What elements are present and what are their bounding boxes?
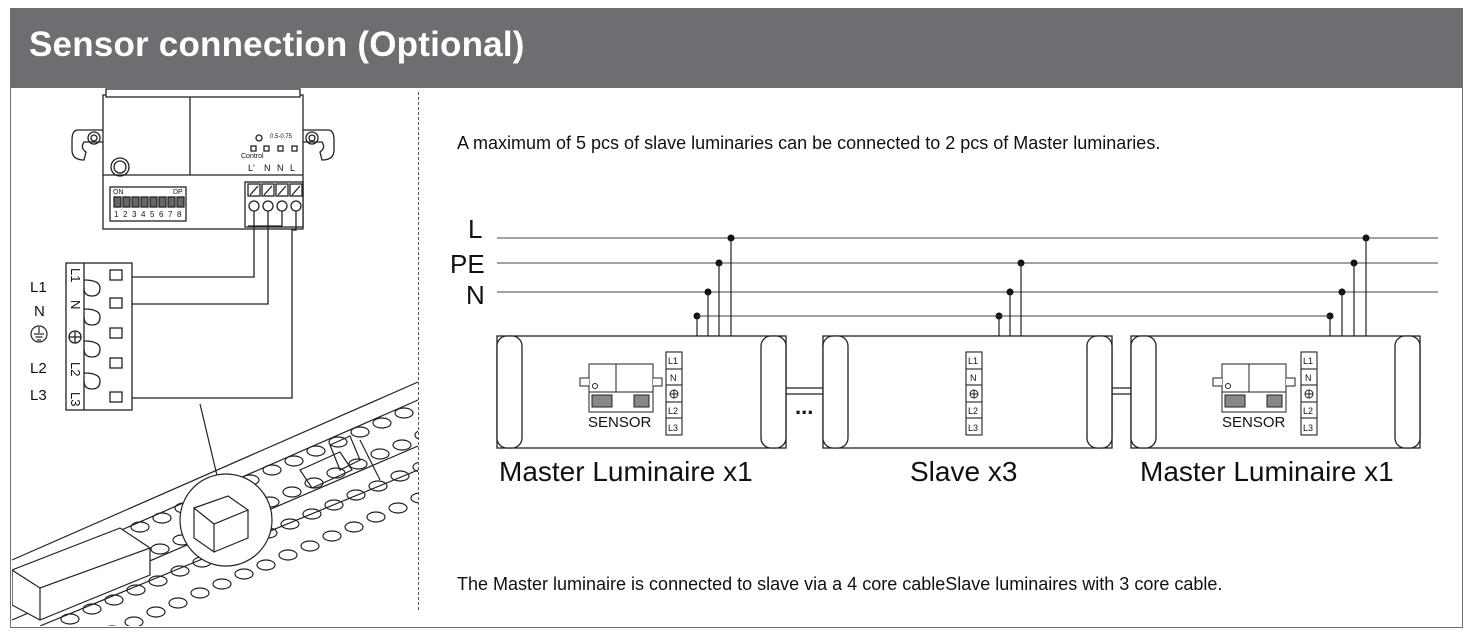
- caption-slave: Slave x3: [910, 456, 1017, 487]
- side-label-l1: L1: [30, 279, 47, 296]
- caption-master-2: Master Luminaire x1: [1140, 456, 1394, 487]
- side-label-n: N: [34, 303, 45, 320]
- sensor-label-master-1: SENSOR: [588, 414, 652, 431]
- dip-switches: [113, 196, 185, 208]
- bus-label-pe: PE: [450, 249, 485, 279]
- lum-terminal-label: L2: [668, 406, 678, 416]
- lum-terminal-label: L3: [968, 423, 978, 433]
- wago-connector: [65, 262, 133, 411]
- header-bar: Sensor connection (Optional): [11, 9, 1462, 88]
- dip-dp-label: DP: [173, 189, 183, 196]
- earth-ground-icon: [30, 325, 48, 343]
- connector-terminal-label: L3: [68, 392, 83, 406]
- bus-line-labels: L PE N: [450, 214, 485, 310]
- connector-terminal-label: L2: [68, 362, 83, 376]
- sensor-module: [71, 88, 335, 230]
- dip-number: 4: [141, 210, 146, 219]
- terminal-caption: 0.5-0.75: [270, 134, 293, 140]
- panel-divider: [418, 92, 419, 610]
- module-wires: [132, 211, 297, 399]
- junction-dots: [693, 234, 1370, 320]
- diagram-frame: Sensor connection (Optional): [10, 8, 1463, 628]
- dip-number: 3: [132, 210, 137, 219]
- bus-label-l: L: [468, 214, 482, 244]
- lum-terminal-label: N: [970, 373, 977, 383]
- luminaire-illustration: [12, 381, 418, 626]
- ellipsis-label: ...: [795, 394, 813, 419]
- lum-terminal-label: L3: [1303, 423, 1313, 433]
- lum-terminal-label: L1: [668, 356, 678, 366]
- side-label-l2: L2: [30, 360, 47, 377]
- terminal-ground-icons: [669, 389, 1314, 399]
- lum-terminal-label: L3: [668, 423, 678, 433]
- sensor-module-labels: 0.5-0.75 Control L' N N L ON DP 1 2 3 4 …: [113, 134, 295, 219]
- dip-on-label: ON: [113, 189, 124, 196]
- note-max-slaves: A maximum of 5 pcs of slave luminaries c…: [457, 133, 1161, 153]
- lum-terminal-label: L2: [1303, 406, 1313, 416]
- dip-number: 6: [159, 210, 164, 219]
- sensor-label-master-2: SENSOR: [1222, 414, 1286, 431]
- connector-terminal-label: N: [68, 300, 83, 309]
- connector-terminal-labels: L1 N L2 L3: [68, 268, 83, 406]
- connector-side-labels: L1 N L2 L3: [30, 279, 48, 404]
- lum-terminal-label: L2: [968, 406, 978, 416]
- lum-terminal-label: N: [670, 373, 677, 383]
- dip-number: 8: [177, 210, 182, 219]
- dip-number: 5: [150, 210, 155, 219]
- module-terminal-label: L: [290, 163, 295, 173]
- side-label-l3: L3: [30, 387, 47, 404]
- bus-label-n: N: [466, 280, 485, 310]
- note-cable-info: The Master luminaire is connected to sla…: [457, 574, 1223, 594]
- inter-cables: [786, 387, 1131, 395]
- master-sensor-icons: [579, 363, 1296, 413]
- lum-terminal-label: N: [1305, 373, 1312, 383]
- module-terminal-label: N: [277, 163, 284, 173]
- lum-terminal-label: L1: [968, 356, 978, 366]
- page-title: Sensor connection (Optional): [29, 25, 525, 64]
- lum-terminal-label: L1: [1303, 356, 1313, 366]
- module-terminal-label: N: [264, 163, 271, 173]
- caption-master-1: Master Luminaire x1: [499, 456, 753, 487]
- module-terminal-label: L': [248, 163, 255, 173]
- bus-lines: [497, 237, 1438, 293]
- control-label: Control: [241, 153, 264, 160]
- dip-number: 7: [168, 210, 173, 219]
- connector-terminal-label: L1: [68, 268, 83, 282]
- terminal-block-labels: L1 N L2 L3 L1 N L2 L3 L1 N L2 L3: [668, 356, 1313, 433]
- dip-number: 2: [123, 210, 128, 219]
- dip-number: 1: [114, 210, 119, 219]
